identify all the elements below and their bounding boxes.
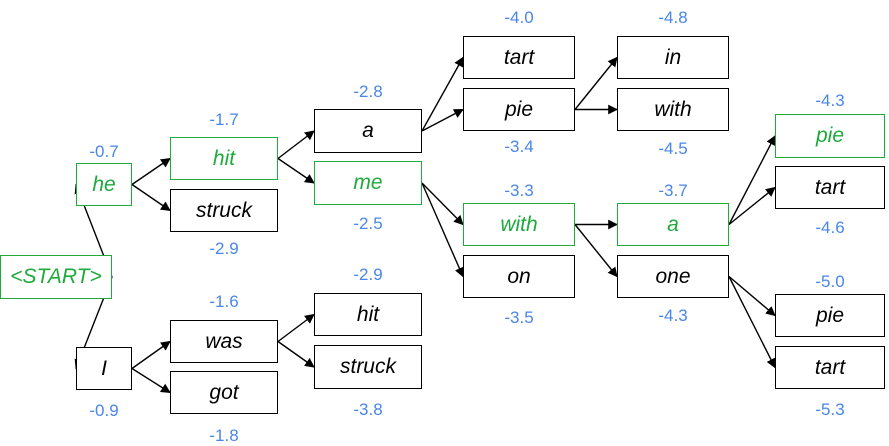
- edge-he-struck1: [131, 183, 171, 212]
- node-hit1: hit: [170, 137, 278, 180]
- score-hit1: -1.7: [209, 110, 239, 129]
- score-with1: -3.3: [504, 181, 534, 200]
- node-a2: a: [617, 203, 729, 246]
- node-I: I: [76, 347, 132, 390]
- score-one: -4.3: [658, 306, 688, 325]
- edge-was-struck2: [277, 340, 315, 368]
- score-got: -1.8: [209, 426, 239, 445]
- edge-with1-one: [574, 224, 618, 278]
- node-me: me: [314, 161, 422, 205]
- node-in: in: [617, 36, 729, 79]
- edge-one-tart3: [728, 276, 776, 369]
- node-on: on: [463, 255, 575, 298]
- node-hit2: hit: [314, 293, 422, 336]
- score-tart3: -5.3: [815, 400, 845, 419]
- score-tart2: -4.6: [815, 218, 845, 237]
- node-tart2: tart: [775, 166, 885, 209]
- edge-he-hit1: [131, 157, 171, 186]
- node-pie1: pie: [463, 88, 575, 131]
- score-pie1: -3.4: [504, 137, 534, 156]
- node-with1: with: [463, 203, 575, 246]
- node-with2: with: [617, 88, 729, 131]
- node-tart3: tart: [775, 346, 885, 389]
- node-tart1: tart: [463, 36, 575, 79]
- score-with2: -4.5: [658, 139, 688, 158]
- score-on: -3.5: [504, 308, 534, 327]
- node-was: was: [170, 320, 278, 363]
- score-me: -2.5: [353, 214, 383, 233]
- node-struck1: struck: [170, 189, 278, 232]
- edge-was-hit2: [277, 313, 315, 343]
- node-start: <START>: [0, 255, 112, 299]
- node-pie2: pie: [775, 114, 885, 158]
- edge-me-with1: [421, 182, 464, 226]
- edge-me-on: [421, 182, 464, 278]
- node-he: he: [76, 163, 132, 206]
- node-pie3: pie: [775, 294, 885, 337]
- edge-pie1-in: [574, 56, 618, 110]
- score-hit2: -2.9: [353, 265, 383, 284]
- score-a2: -3.7: [658, 181, 688, 200]
- score-pie2: -4.3: [815, 91, 845, 110]
- edge-a2-pie2: [728, 135, 776, 225]
- edge-one-pie3: [728, 275, 776, 317]
- edge-a1-pie1: [421, 108, 464, 132]
- edge-hit1-a1: [277, 130, 315, 160]
- node-one: one: [617, 255, 729, 298]
- score-struck1: -2.9: [209, 239, 239, 258]
- edge-hit1-me: [277, 157, 315, 184]
- score-pie3: -5.0: [815, 272, 845, 291]
- score-was: -1.6: [209, 292, 239, 311]
- node-struck2: struck: [314, 345, 422, 389]
- score-I: -0.9: [89, 401, 119, 420]
- score-in: -4.8: [658, 8, 688, 27]
- edge-I-was: [131, 340, 171, 370]
- edge-a2-tart2: [728, 186, 776, 226]
- node-a1: a: [314, 109, 422, 153]
- score-a1: -2.8: [353, 82, 383, 101]
- node-got: got: [170, 371, 278, 414]
- edge-a1-tart1: [421, 56, 464, 132]
- score-he: -0.7: [89, 142, 119, 161]
- score-struck2: -3.8: [353, 400, 383, 419]
- edge-I-got: [131, 367, 171, 394]
- score-tart1: -4.0: [504, 8, 534, 27]
